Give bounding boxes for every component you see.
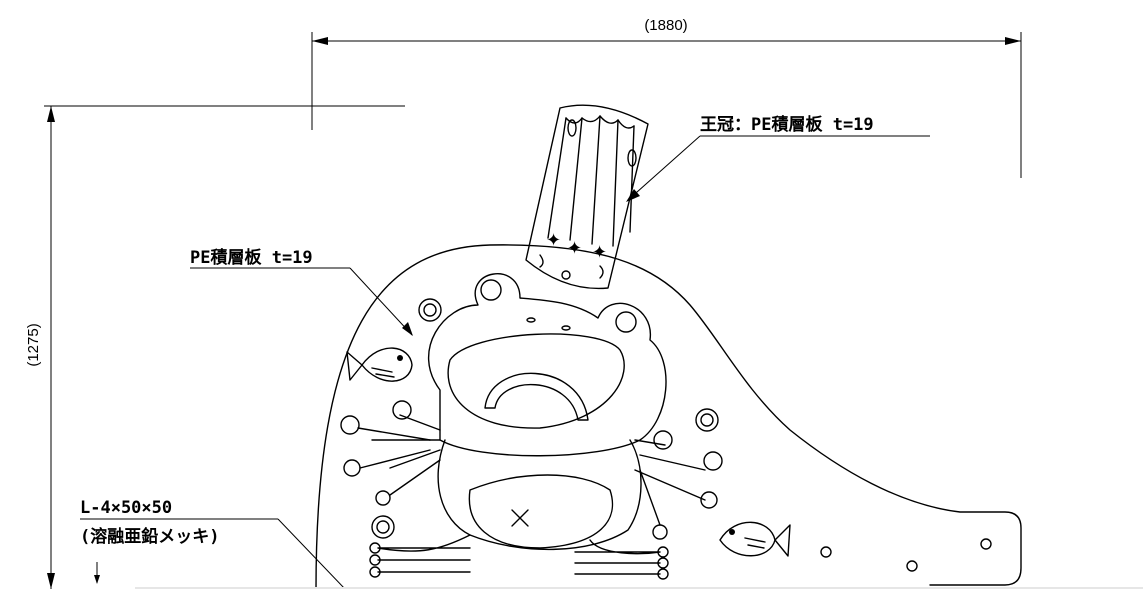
width-dimension-label: (1880) [644, 17, 687, 34]
crown-star-icon: ✦ [592, 242, 607, 263]
crown-star-icon: ✦ [546, 230, 561, 251]
angle-label-line1: L-4×50×50 [80, 498, 172, 518]
fish-right-icon [719, 521, 791, 557]
bolt-hole-icon [418, 298, 442, 322]
panel-outline [315, 244, 1022, 589]
bolt-hole-icon [820, 546, 832, 558]
body-callout: PE積層板 t=19 [190, 247, 413, 336]
crown: ✦ ✦ ✦ [525, 104, 649, 290]
width-arrow-left-icon [312, 37, 328, 45]
width-dimension: (1880) [311, 17, 1022, 178]
belly-cross-icon [511, 509, 529, 527]
body-label: PE積層板 t=19 [190, 247, 313, 268]
angle-label-line2: (溶融亜鉛メッキ) [80, 526, 219, 547]
height-dimension: (1275) [25, 105, 405, 589]
body-leader-arrow-icon [402, 322, 413, 336]
bolt-holes [371, 298, 992, 572]
crown-leader-arrow-icon [626, 189, 640, 202]
crown-star-icon: ✦ [567, 238, 582, 259]
left-eye-icon [480, 279, 502, 301]
bolt-hole-icon [695, 408, 719, 432]
width-arrow-right-icon [1005, 37, 1021, 45]
height-dimension-label: (1275) [25, 323, 42, 366]
fish-left-icon [346, 347, 413, 382]
height-arrow-bottom-icon [47, 573, 55, 589]
height-arrow-top-icon [47, 106, 55, 122]
crown-callout: 王冠：PE積層板 t=19 [626, 114, 930, 202]
angle-callout: L-4×50×50 (溶融亜鉛メッキ) [80, 498, 346, 589]
bolt-hole-icon [906, 560, 918, 572]
right-eye-icon [615, 311, 637, 333]
crown-label: 王冠：PE積層板 t=19 [700, 114, 874, 135]
small-down-arrow-icon [94, 575, 100, 584]
frog [340, 273, 723, 580]
bolt-hole-icon [371, 515, 395, 539]
bolt-hole-icon [980, 538, 992, 550]
